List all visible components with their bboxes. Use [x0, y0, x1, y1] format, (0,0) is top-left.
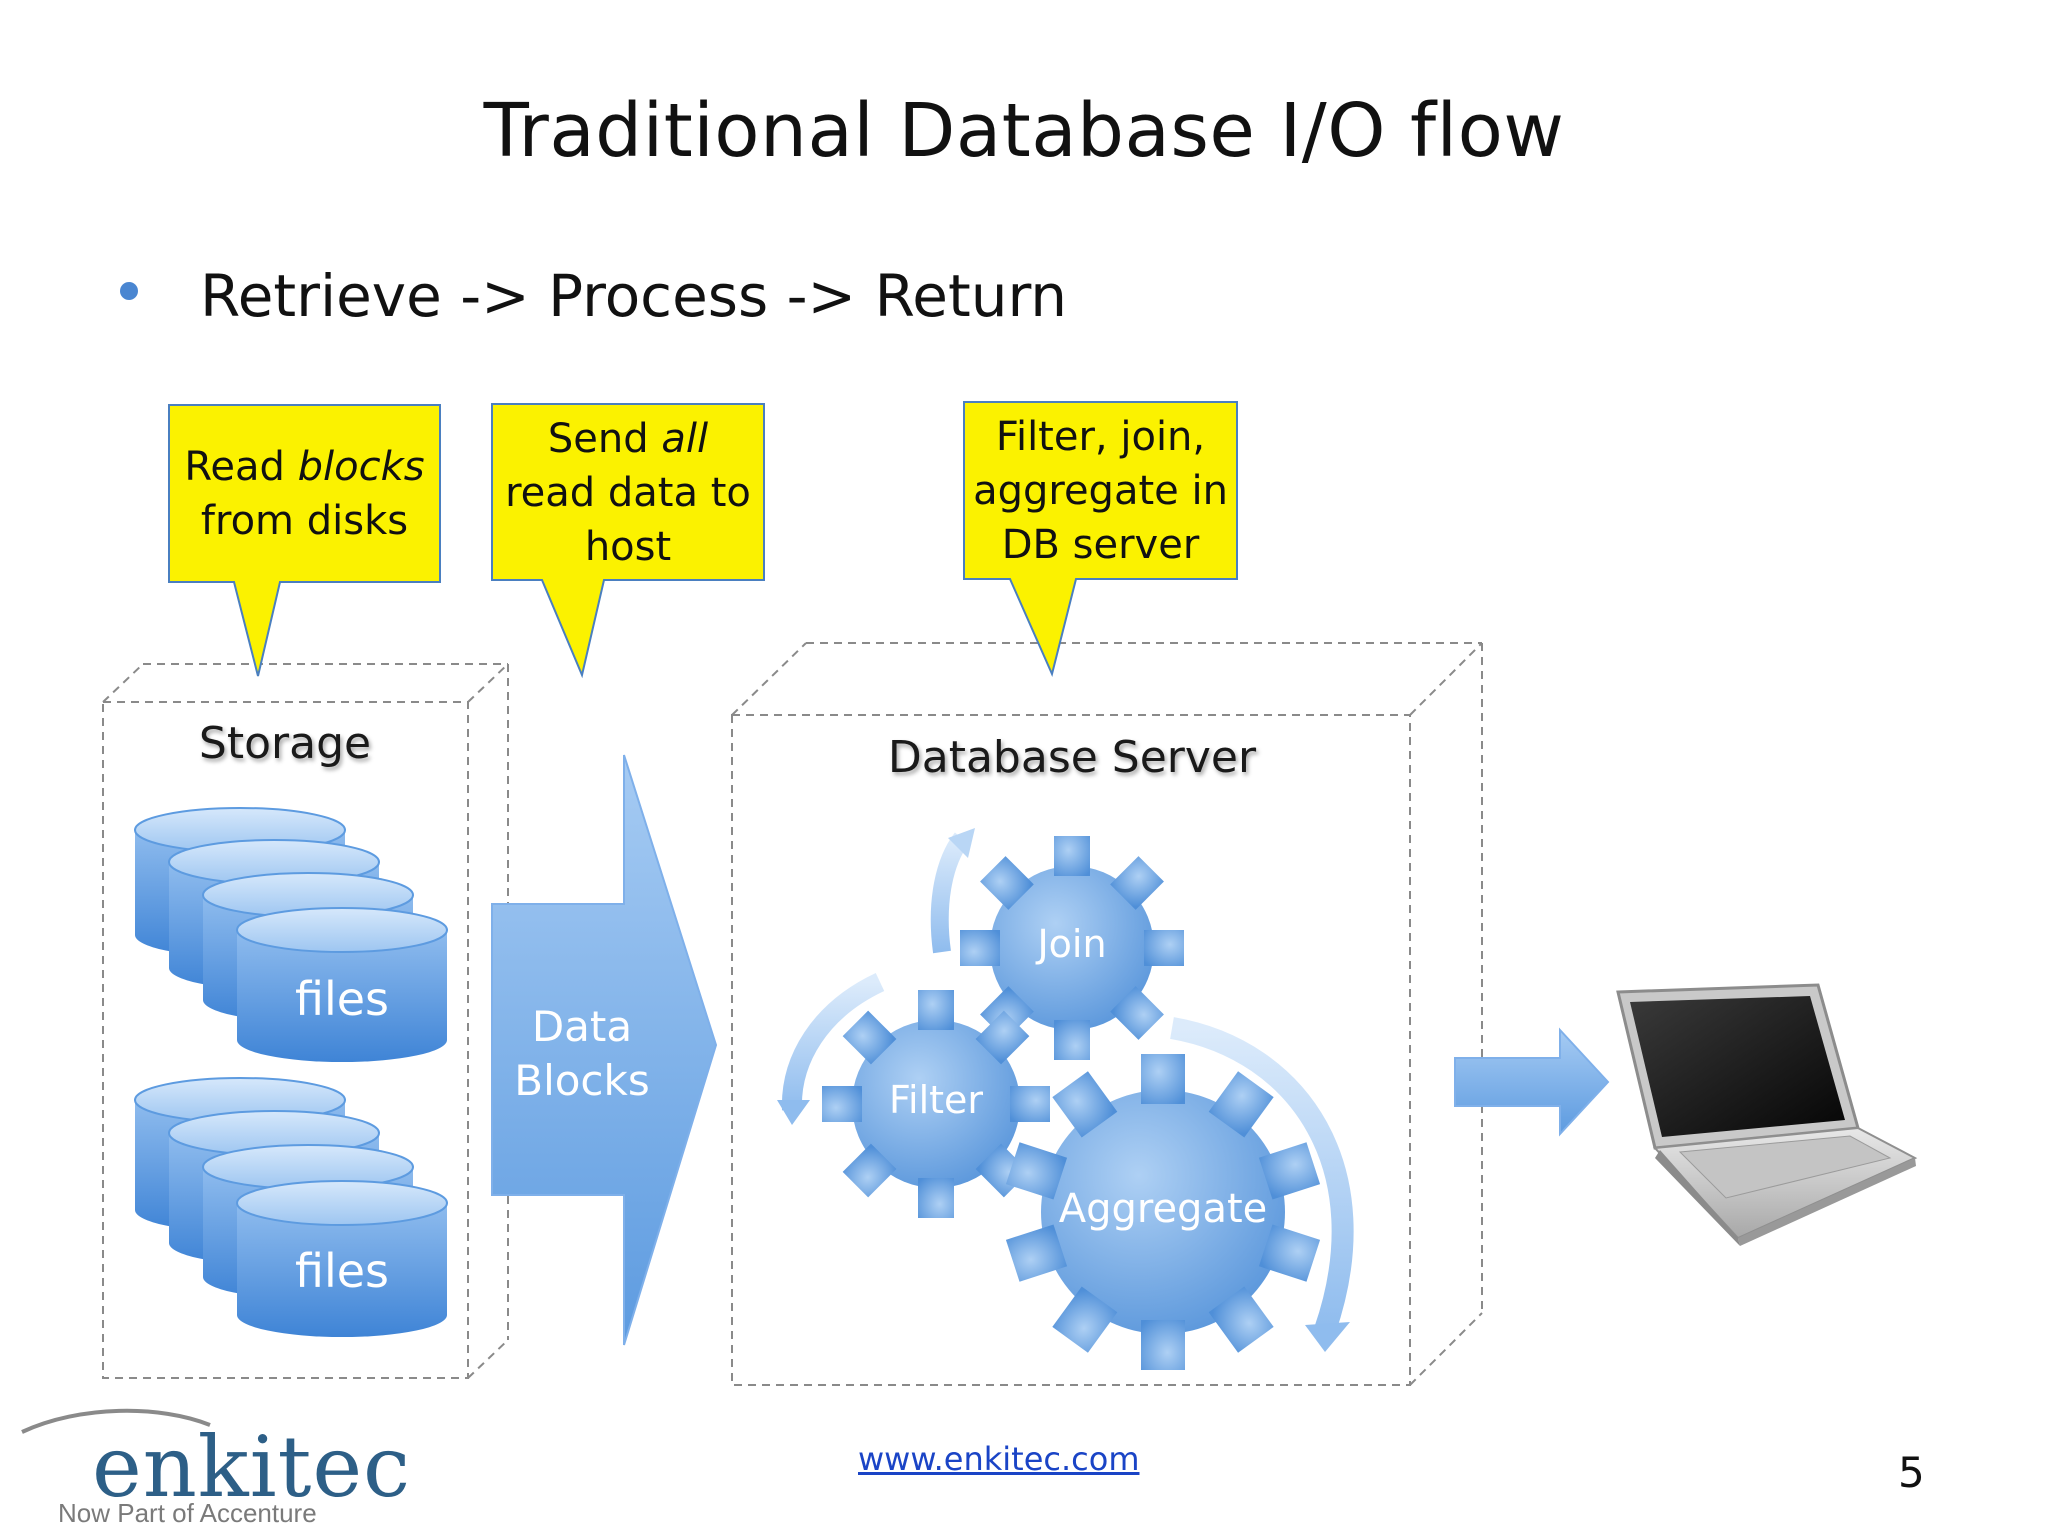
database-server-box — [731, 642, 1483, 1386]
gear-filter-label: Filter — [888, 1078, 984, 1122]
disk-stack-top — [134, 807, 448, 1062]
callout-send-line3: host — [584, 524, 672, 570]
disk-stack-bottom — [134, 1077, 448, 1337]
data-blocks-label: Data Blocks — [492, 1000, 672, 1108]
callout-send-line2: read data to — [505, 470, 751, 516]
data-blocks-arrow — [491, 754, 718, 1346]
bullet-text: Retrieve -> Process -> Return — [200, 262, 1068, 330]
laptop-icon — [1616, 983, 1918, 1246]
logo-swoosh — [21, 1408, 211, 1434]
database-server-label: Database Server — [887, 732, 1257, 783]
files-label-bottom: files — [294, 1244, 390, 1298]
gear-aggregate-icon — [1005, 1054, 1321, 1370]
callout-filter-line1: Filter, join, — [995, 414, 1206, 460]
gear-aggregate-label: Aggregate — [1058, 1186, 1268, 1232]
return-arrow — [1454, 1027, 1610, 1137]
callout-filter-text: Filter, join, aggregate in DB server — [964, 410, 1237, 572]
slide-title: Traditional Database I/O flow — [483, 88, 1565, 174]
callout-send-text: Send all read data to host — [492, 412, 764, 574]
callout-read-blocks — [168, 404, 441, 677]
callout-filter-join — [963, 401, 1238, 678]
callout-send-prefix: Send — [547, 416, 662, 462]
page-number: 5 — [1898, 1448, 1925, 1497]
bullet-dot — [120, 282, 138, 300]
callout-send-em: all — [661, 416, 709, 462]
gear-join-icon — [960, 836, 1184, 1060]
storage-label: Storage — [198, 718, 372, 769]
callout-read-em: blocks — [297, 444, 425, 490]
files-label-top: files — [294, 972, 390, 1026]
callout-filter-line2: aggregate in — [973, 468, 1228, 514]
callout-filter-line3: DB server — [1001, 522, 1200, 568]
callout-read-suffix: from disks — [200, 498, 409, 544]
enkitec-logo-tagline: Now Part of Accenture — [58, 1498, 317, 1528]
callout-read-prefix: Read — [184, 444, 298, 490]
gear-filter-icon — [822, 990, 1050, 1218]
enkitec-logo-wordmark: enkitec — [92, 1418, 412, 1516]
footer-website-link[interactable]: www.enkitec.com — [858, 1440, 1140, 1478]
callout-read-text: Read blocks from disks — [169, 440, 440, 548]
callout-send-all — [491, 403, 765, 679]
data-blocks-line2: Blocks — [514, 1056, 650, 1105]
gear-join-label: Join — [1037, 922, 1107, 966]
data-blocks-line1: Data — [531, 1002, 633, 1051]
